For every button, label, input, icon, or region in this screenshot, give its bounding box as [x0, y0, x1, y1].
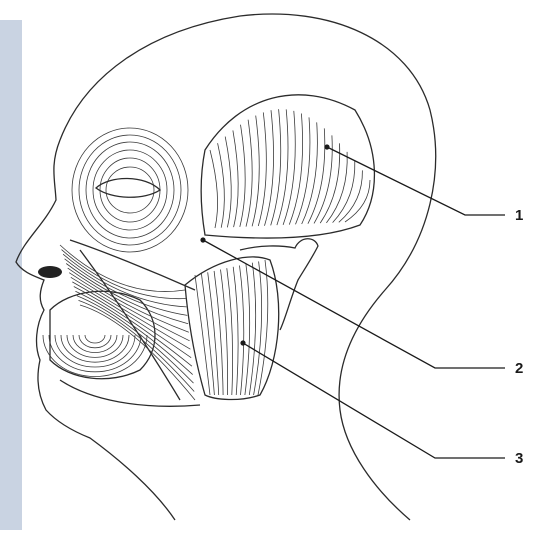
temporalis-fiber [265, 110, 274, 226]
orbicularis-oris-fiber [49, 335, 141, 372]
label-2: 2 [515, 360, 523, 377]
temporalis-fiber [252, 116, 259, 227]
head-outline [60, 14, 436, 520]
temporalis-fiber [345, 180, 370, 222]
temporalis-fiber [246, 120, 252, 227]
perioral-fiber [60, 245, 185, 292]
perioral-fiber [71, 277, 191, 349]
temporalis-muscle [201, 95, 374, 238]
masseter-fiber [254, 261, 262, 395]
temporalis-fiber [240, 125, 245, 227]
label-3: 3 [515, 450, 523, 467]
perioral-fiber [79, 300, 195, 391]
perioral-fiber [69, 273, 189, 341]
temporalis-fiber [283, 111, 295, 225]
masseter-fiber [214, 271, 223, 395]
masseter-fiber [233, 267, 238, 395]
temporalis-fiber [333, 161, 355, 223]
orbicularis-oris-fiber [79, 335, 111, 348]
temporalis-fiber [308, 128, 325, 223]
temporalis-fiber [320, 143, 340, 223]
orbicularis-oris-fiber [43, 335, 147, 377]
leader-line-3 [240, 340, 505, 458]
temporalis-fiber [210, 150, 218, 228]
temporalis-fiber [289, 114, 302, 225]
temporalis-fiber [339, 170, 363, 222]
temporalis-fiber [233, 130, 238, 227]
temporalis-fiber [326, 152, 347, 223]
perioral-fiber [65, 259, 188, 316]
orbicularis-oris-fiber [67, 335, 123, 357]
label-1: 1 [515, 207, 523, 224]
temporalis-fiber [277, 109, 288, 225]
masseter-fiber [195, 275, 210, 395]
masseter-fiber [245, 264, 250, 395]
temporalis-fiber [218, 143, 225, 228]
nostril [38, 266, 62, 278]
masseter-fiber [221, 270, 228, 396]
masseter-muscle [185, 257, 279, 400]
masseter-fiber [249, 263, 255, 395]
masseter-fiber [258, 260, 268, 395]
orbicularis-oculi [72, 128, 188, 252]
masseter-fiber [240, 266, 244, 396]
orbicularis-oris-fiber [61, 335, 129, 362]
temporalis-fiber [225, 137, 231, 228]
perioral-muscles [43, 240, 200, 406]
orbicularis-oris-fiber [85, 335, 105, 343]
leader-line-1 [324, 144, 505, 215]
